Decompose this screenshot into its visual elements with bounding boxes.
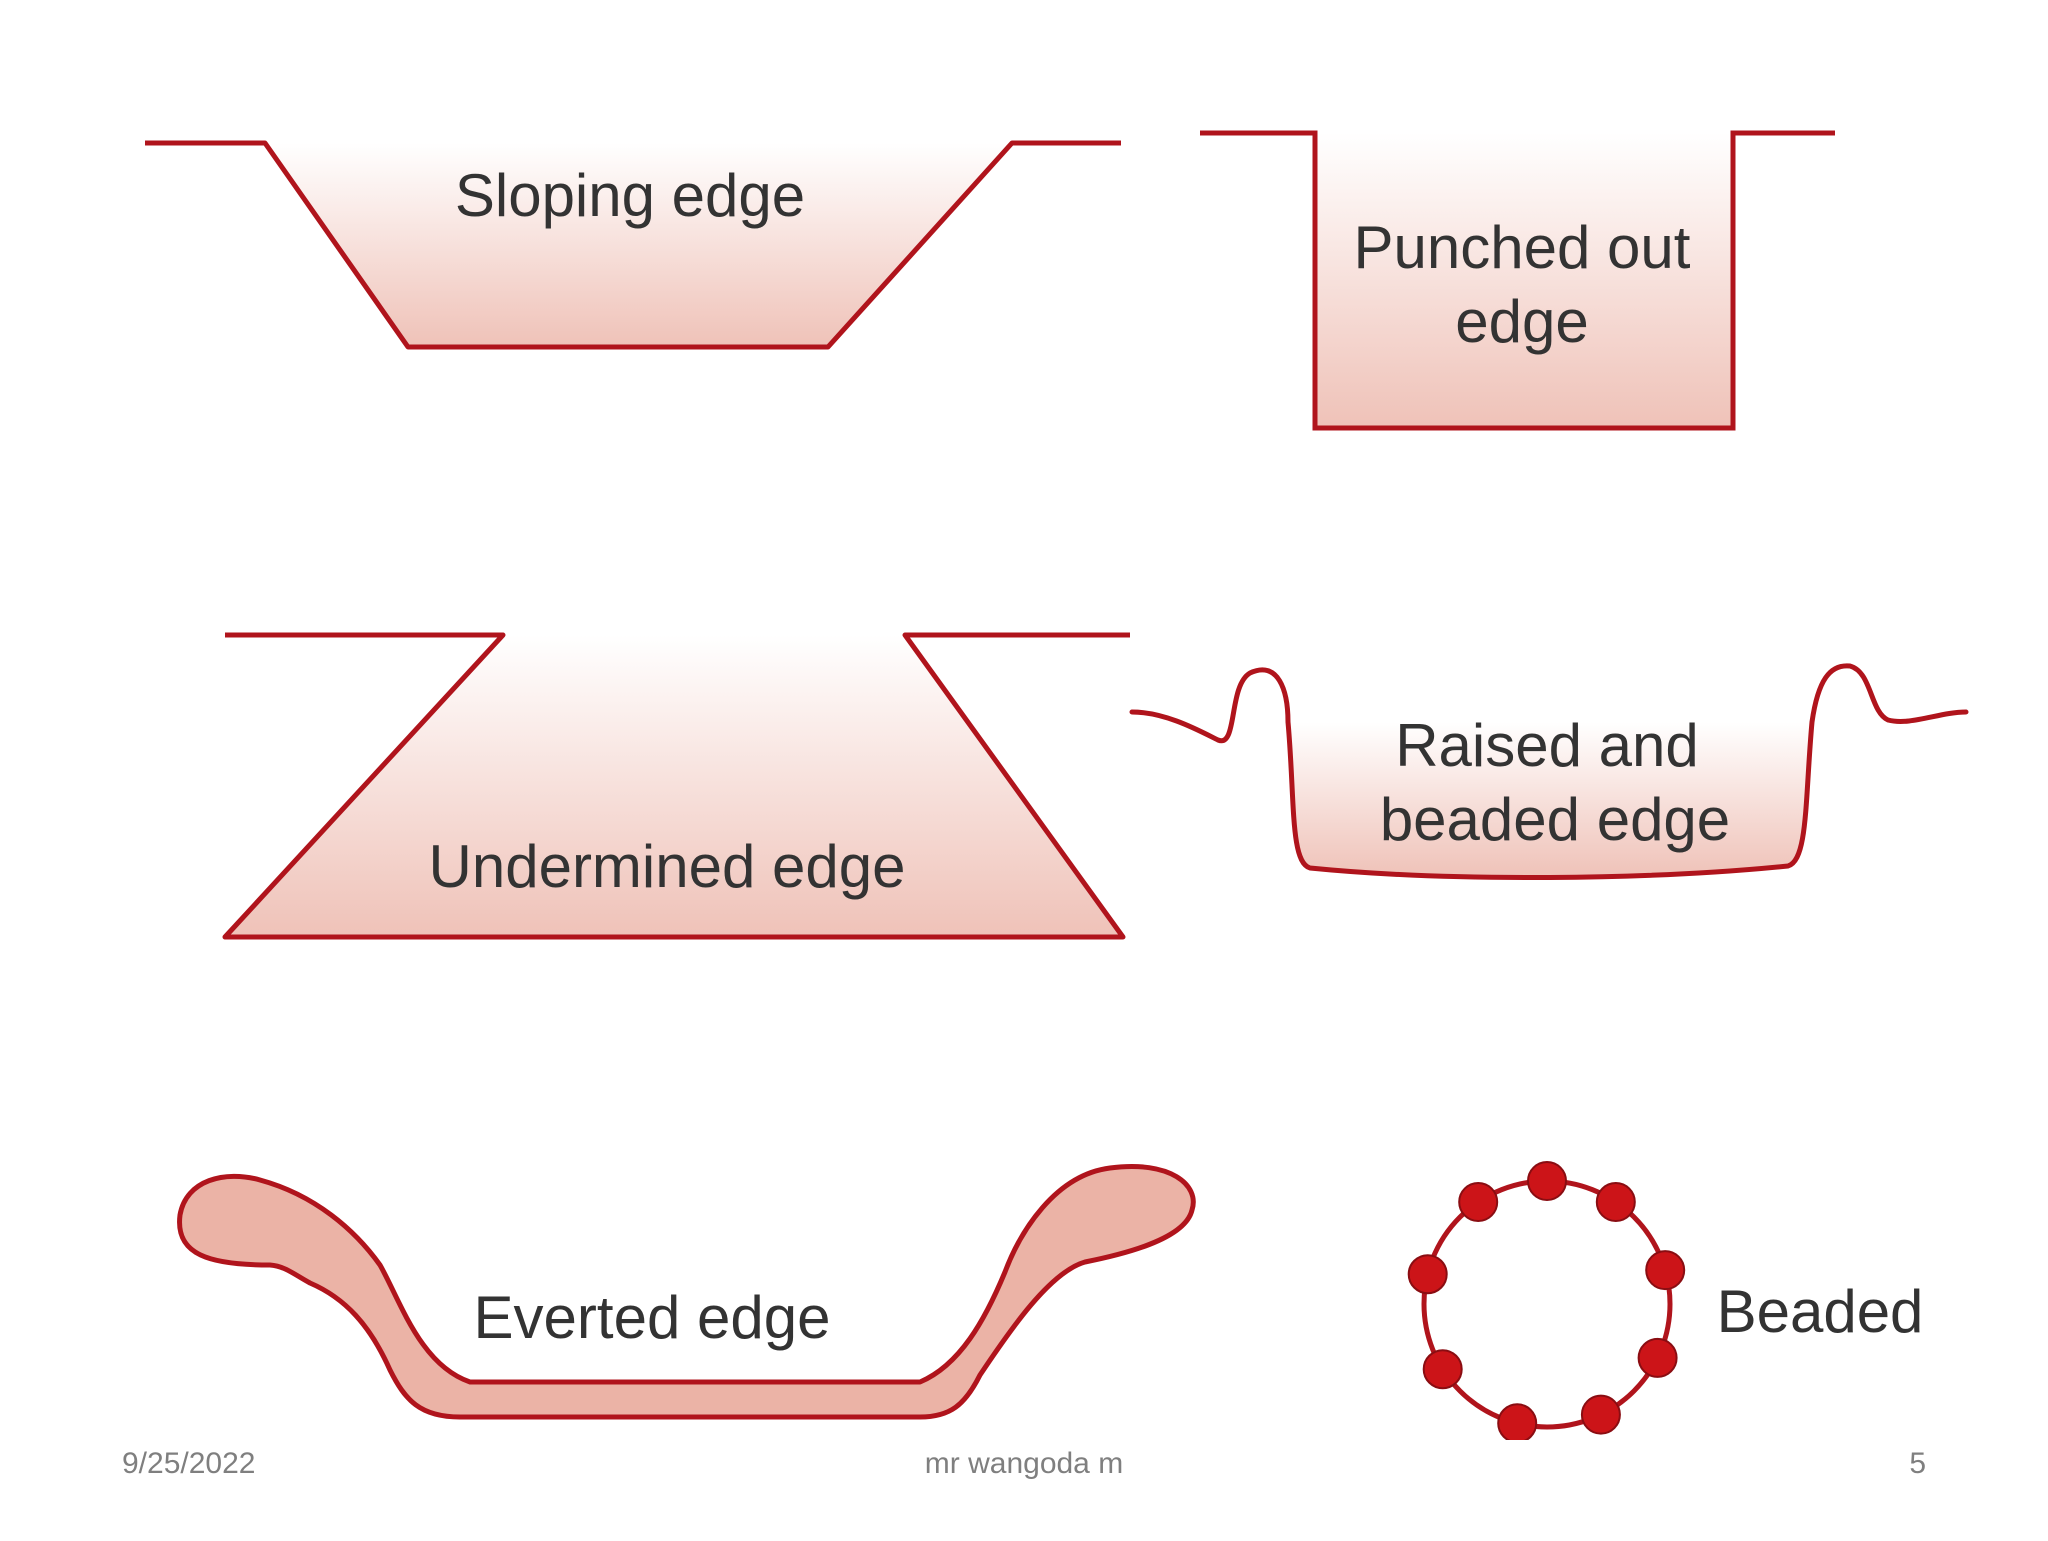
undermined-edge-outline	[222, 632, 1130, 940]
beaded-label: Beaded	[1717, 1278, 1924, 1345]
footer-date: 9/25/2022	[122, 1447, 256, 1480]
everted-edge-shape	[177, 1164, 1196, 1420]
everted-edge-figure: Everted edge	[177, 1164, 1196, 1420]
punched-out-edge-fill	[1315, 133, 1733, 428]
bead	[1645, 1250, 1686, 1291]
bead	[1580, 1394, 1621, 1435]
punched-out-edge-label-line2: edge	[1455, 288, 1588, 355]
footer-author: mr wangoda m	[924, 1447, 1124, 1480]
bead	[1422, 1349, 1463, 1390]
beads	[1407, 1161, 1686, 1444]
bead	[1407, 1254, 1448, 1295]
undermined-edge-figure: Undermined edge	[222, 632, 1130, 940]
sloping-edge-label: Sloping edge	[455, 162, 805, 229]
beaded-ring	[1421, 1178, 1673, 1430]
bead	[1595, 1182, 1636, 1222]
raised-beaded-edge-label-line1: Raised and	[1395, 712, 1699, 779]
sloping-edge-figure: Sloping edge	[145, 140, 1121, 350]
undermined-edge-fill	[225, 635, 1123, 937]
undermined-edge-label: Undermined edge	[429, 833, 906, 900]
beaded-figure: Beaded	[1407, 1161, 1924, 1444]
bead	[1497, 1403, 1538, 1444]
bead	[1458, 1182, 1499, 1222]
punched-out-edge-figure: Punched out edge	[1200, 130, 1835, 431]
punched-out-edge-label-line1: Punched out	[1354, 214, 1691, 281]
sloping-edge-fill	[265, 143, 1012, 347]
image-bottom-mask	[0, 1440, 2048, 1536]
raised-beaded-edge-outline	[1129, 663, 1969, 881]
slide-number: 5	[1909, 1447, 1926, 1480]
punched-out-edge-outline	[1200, 130, 1835, 431]
sloping-edge-outline	[145, 140, 1121, 350]
bead	[1527, 1161, 1567, 1201]
raised-beaded-edge-fill	[1288, 722, 1812, 878]
raised-beaded-edge-label-line2: beaded edge	[1380, 786, 1730, 853]
bead	[1637, 1337, 1678, 1378]
everted-edge-label: Everted edge	[474, 1284, 831, 1351]
raised-beaded-edge-figure: Raised and beaded edge	[1129, 663, 1969, 881]
